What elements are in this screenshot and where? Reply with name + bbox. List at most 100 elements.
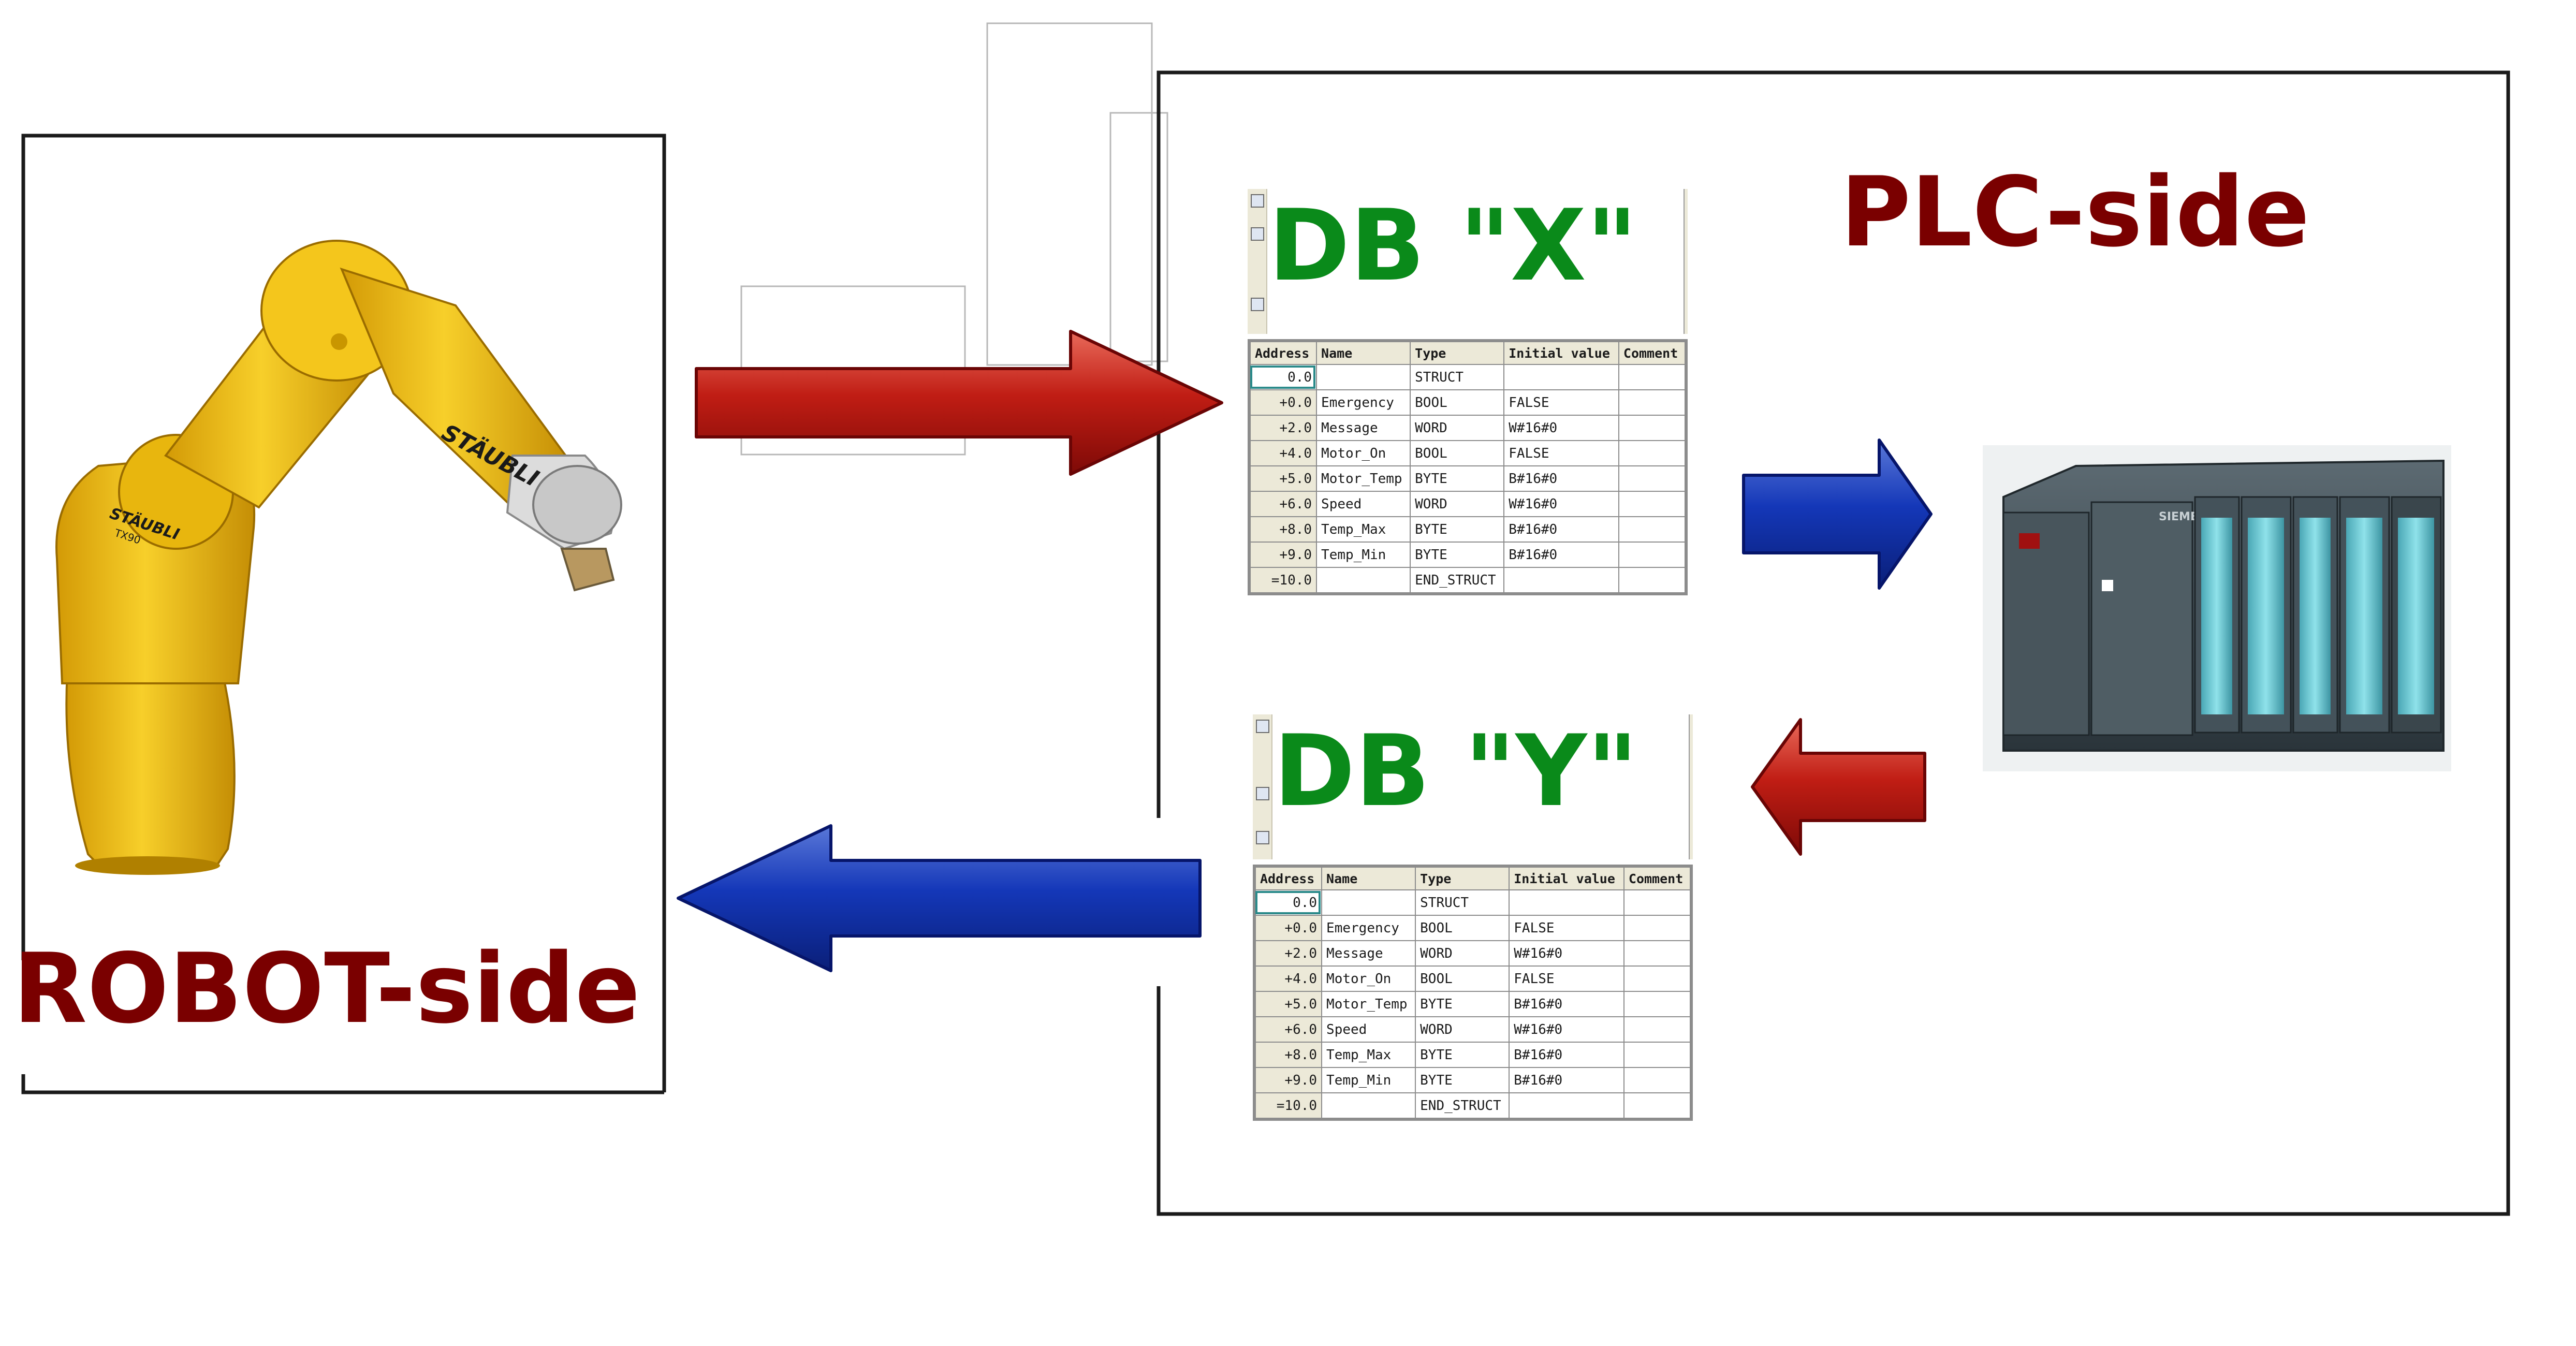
cell-initial-value[interactable]: FALSE bbox=[1509, 915, 1624, 941]
cell-initial-value[interactable]: B#16#0 bbox=[1503, 516, 1619, 543]
cell-name[interactable] bbox=[1321, 889, 1416, 916]
cell-initial-value[interactable] bbox=[1509, 889, 1624, 916]
cell-comment[interactable] bbox=[1623, 1042, 1692, 1068]
cell-address[interactable]: +0.0 bbox=[1248, 389, 1318, 416]
cell-initial-value[interactable]: FALSE bbox=[1503, 440, 1619, 466]
cell-name[interactable]: Motor_Temp bbox=[1316, 465, 1411, 492]
cell-initial-value[interactable]: FALSE bbox=[1509, 965, 1624, 992]
cell-name[interactable]: Temp_Min bbox=[1316, 542, 1411, 568]
cell-initial-value[interactable]: W#16#0 bbox=[1509, 1016, 1624, 1043]
cell-comment[interactable] bbox=[1623, 965, 1692, 992]
cell-initial-value[interactable]: W#16#0 bbox=[1509, 940, 1624, 967]
cell-type[interactable]: WORD bbox=[1415, 1016, 1510, 1043]
cell-type[interactable]: STRUCT bbox=[1410, 364, 1505, 390]
cell-address[interactable]: +8.0 bbox=[1248, 516, 1318, 543]
cell-address[interactable]: =10.0 bbox=[1253, 1092, 1323, 1120]
cell-comment[interactable] bbox=[1618, 516, 1687, 543]
cell-name[interactable]: Emergency bbox=[1316, 389, 1411, 416]
cell-address[interactable]: 0.0 bbox=[1253, 889, 1323, 916]
cell-address[interactable]: +4.0 bbox=[1248, 440, 1318, 466]
cell-initial-value[interactable] bbox=[1503, 364, 1619, 390]
cell-name[interactable] bbox=[1316, 567, 1411, 594]
cell-name[interactable]: Motor_On bbox=[1316, 440, 1411, 466]
cell-initial-value[interactable]: B#16#0 bbox=[1509, 1042, 1624, 1068]
cell-type[interactable]: END_STRUCT bbox=[1410, 567, 1505, 594]
cell-address[interactable]: +5.0 bbox=[1248, 465, 1318, 492]
cell-name[interactable]: Temp_Max bbox=[1321, 1042, 1416, 1068]
cell-address[interactable]: +5.0 bbox=[1253, 991, 1323, 1017]
cell-name[interactable] bbox=[1316, 364, 1411, 390]
cell-comment[interactable] bbox=[1623, 1067, 1692, 1093]
column-header-name[interactable]: Name bbox=[1321, 866, 1416, 890]
cell-type[interactable]: BOOL bbox=[1415, 965, 1510, 992]
cell-type[interactable]: WORD bbox=[1410, 491, 1505, 517]
cell-type[interactable]: BOOL bbox=[1410, 440, 1505, 466]
cell-initial-value[interactable] bbox=[1503, 567, 1619, 594]
cell-comment[interactable] bbox=[1618, 465, 1687, 492]
cell-type[interactable]: END_STRUCT bbox=[1415, 1092, 1510, 1120]
cell-initial-value[interactable]: FALSE bbox=[1503, 389, 1619, 416]
cell-comment[interactable] bbox=[1618, 542, 1687, 568]
cell-name[interactable] bbox=[1321, 1092, 1416, 1120]
cell-type[interactable]: BYTE bbox=[1410, 516, 1505, 543]
cell-initial-value[interactable]: B#16#0 bbox=[1503, 542, 1619, 568]
cell-name[interactable]: Message bbox=[1316, 415, 1411, 441]
cell-type[interactable]: BYTE bbox=[1415, 1042, 1510, 1068]
cell-type[interactable]: BOOL bbox=[1410, 389, 1505, 416]
cell-name[interactable]: Speed bbox=[1316, 491, 1411, 517]
cell-name[interactable]: Motor_Temp bbox=[1321, 991, 1416, 1017]
cell-initial-value[interactable]: W#16#0 bbox=[1503, 491, 1619, 517]
toolbar-document-icon[interactable] bbox=[1256, 831, 1269, 844]
cell-comment[interactable] bbox=[1623, 1016, 1692, 1043]
cell-name[interactable]: Temp_Min bbox=[1321, 1067, 1416, 1093]
cell-comment[interactable] bbox=[1623, 1092, 1692, 1120]
cell-address[interactable]: +6.0 bbox=[1248, 491, 1318, 517]
cell-address[interactable]: +9.0 bbox=[1253, 1067, 1323, 1093]
cell-initial-value[interactable]: B#16#0 bbox=[1509, 991, 1624, 1017]
cell-name[interactable]: Emergency bbox=[1321, 915, 1416, 941]
cell-initial-value[interactable]: W#16#0 bbox=[1503, 415, 1619, 441]
column-header-address[interactable]: Address bbox=[1248, 340, 1318, 365]
cell-address[interactable]: +9.0 bbox=[1248, 542, 1318, 568]
cell-address[interactable]: +2.0 bbox=[1248, 415, 1318, 441]
cell-initial-value[interactable]: B#16#0 bbox=[1503, 465, 1619, 492]
cell-name[interactable]: Motor_On bbox=[1321, 965, 1416, 992]
column-header-type[interactable]: Type bbox=[1415, 866, 1510, 890]
cell-comment[interactable] bbox=[1618, 364, 1687, 390]
cell-name[interactable]: Speed bbox=[1321, 1016, 1416, 1043]
cell-comment[interactable] bbox=[1623, 915, 1692, 941]
cell-address[interactable]: +6.0 bbox=[1253, 1016, 1323, 1043]
column-header-address[interactable]: Address bbox=[1253, 866, 1323, 890]
cell-comment[interactable] bbox=[1623, 940, 1692, 967]
column-header-name[interactable]: Name bbox=[1316, 340, 1411, 365]
cell-comment[interactable] bbox=[1618, 389, 1687, 416]
toolbar-block-icon[interactable] bbox=[1256, 720, 1269, 733]
cell-comment[interactable] bbox=[1623, 991, 1692, 1017]
toolbar-document-icon[interactable] bbox=[1251, 298, 1264, 311]
cell-comment[interactable] bbox=[1618, 491, 1687, 517]
toolbar-print-icon[interactable] bbox=[1256, 787, 1269, 800]
toolbar-block-icon[interactable] bbox=[1251, 194, 1264, 208]
cell-name[interactable]: Temp_Max bbox=[1316, 516, 1411, 543]
table-row[interactable]: =10.0 END_STRUCT bbox=[1253, 1092, 1692, 1120]
column-header-type[interactable]: Type bbox=[1410, 340, 1505, 365]
cell-type[interactable]: BYTE bbox=[1415, 991, 1510, 1017]
toolbar-print-icon[interactable] bbox=[1251, 227, 1264, 241]
cell-name[interactable]: Message bbox=[1321, 940, 1416, 967]
cell-type[interactable]: BYTE bbox=[1415, 1067, 1510, 1093]
